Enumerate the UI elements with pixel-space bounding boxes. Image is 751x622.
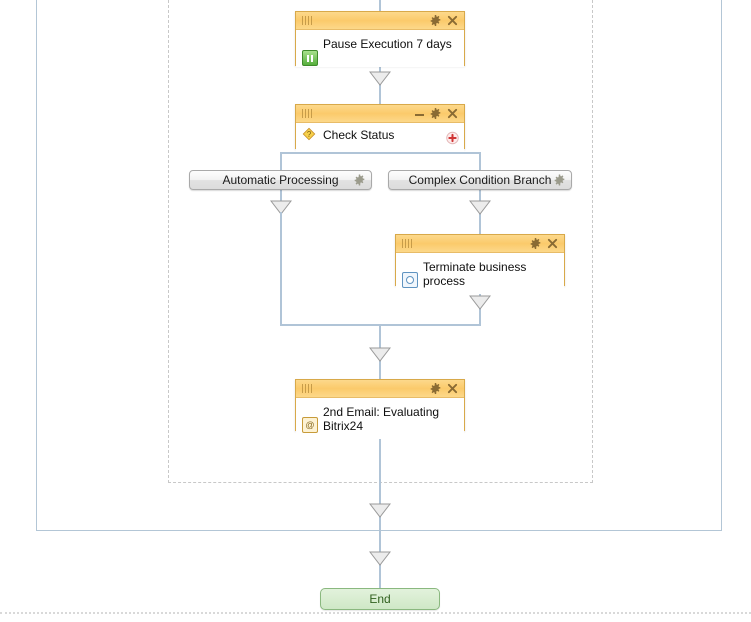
gear-icon[interactable] bbox=[554, 174, 565, 186]
connector-arrow bbox=[369, 347, 391, 362]
node-body: Terminate business process bbox=[396, 253, 564, 294]
connector-line bbox=[479, 152, 481, 171]
connector-arrow bbox=[369, 503, 391, 518]
node-terminate-business-process[interactable]: Terminate business process bbox=[395, 234, 565, 294]
end-label: End bbox=[369, 592, 391, 606]
gear-icon[interactable] bbox=[430, 383, 441, 394]
canvas-bottom-divider bbox=[0, 612, 751, 614]
drag-handle-icon[interactable] bbox=[302, 384, 318, 393]
node-body: ? Check Status bbox=[296, 123, 464, 152]
minimize-icon[interactable] bbox=[415, 108, 424, 119]
node-title: Pause Execution 7 days bbox=[323, 37, 452, 51]
connector-line bbox=[379, 0, 381, 12]
connector-arrow bbox=[369, 71, 391, 86]
node-second-email[interactable]: @ 2nd Email: Evaluating Bitrix24 bbox=[295, 379, 465, 439]
connector-arrow bbox=[270, 200, 292, 215]
add-branch-button[interactable] bbox=[446, 131, 459, 144]
connector-line bbox=[379, 430, 381, 520]
end-button[interactable]: End bbox=[320, 588, 440, 610]
node-title: 2nd Email: Evaluating Bitrix24 bbox=[323, 405, 440, 433]
gear-icon[interactable] bbox=[430, 108, 441, 119]
close-icon[interactable] bbox=[447, 15, 458, 26]
drag-handle-icon[interactable] bbox=[402, 239, 418, 248]
gear-icon[interactable] bbox=[354, 174, 365, 186]
email-icon: @ bbox=[302, 409, 318, 433]
close-icon[interactable] bbox=[447, 108, 458, 119]
node-header[interactable] bbox=[296, 380, 464, 398]
connector-line bbox=[281, 152, 480, 154]
node-check-status[interactable]: ? Check Status bbox=[295, 104, 465, 152]
gear-icon[interactable] bbox=[430, 15, 441, 26]
drag-handle-icon[interactable] bbox=[302, 16, 318, 25]
close-icon[interactable] bbox=[547, 238, 558, 249]
node-header[interactable] bbox=[296, 105, 464, 123]
connector-line bbox=[280, 152, 282, 171]
connector-line bbox=[280, 212, 282, 326]
node-body: @ 2nd Email: Evaluating Bitrix24 bbox=[296, 398, 464, 439]
node-pause-execution[interactable]: Pause Execution 7 days bbox=[295, 11, 465, 67]
connector-arrow bbox=[469, 295, 491, 310]
svg-text:?: ? bbox=[307, 130, 312, 139]
branch-label: Complex Condition Branch bbox=[408, 173, 552, 187]
gear-icon[interactable] bbox=[530, 238, 541, 249]
node-header[interactable] bbox=[396, 235, 564, 253]
node-header[interactable] bbox=[296, 12, 464, 30]
node-body: Pause Execution 7 days bbox=[296, 30, 464, 67]
close-icon[interactable] bbox=[447, 383, 458, 394]
condition-diamond-icon: ? bbox=[302, 127, 318, 143]
node-title: Terminate business process bbox=[423, 260, 527, 288]
connector-arrow bbox=[369, 551, 391, 566]
stop-process-icon bbox=[402, 264, 418, 288]
branch-button-complex-condition[interactable]: Complex Condition Branch bbox=[388, 170, 572, 190]
drag-handle-icon[interactable] bbox=[302, 109, 318, 118]
pause-icon bbox=[302, 42, 318, 66]
node-title: Check Status bbox=[323, 128, 395, 142]
branch-button-automatic-processing[interactable]: Automatic Processing bbox=[189, 170, 372, 190]
connector-arrow bbox=[469, 200, 491, 215]
branch-label: Automatic Processing bbox=[222, 173, 339, 187]
